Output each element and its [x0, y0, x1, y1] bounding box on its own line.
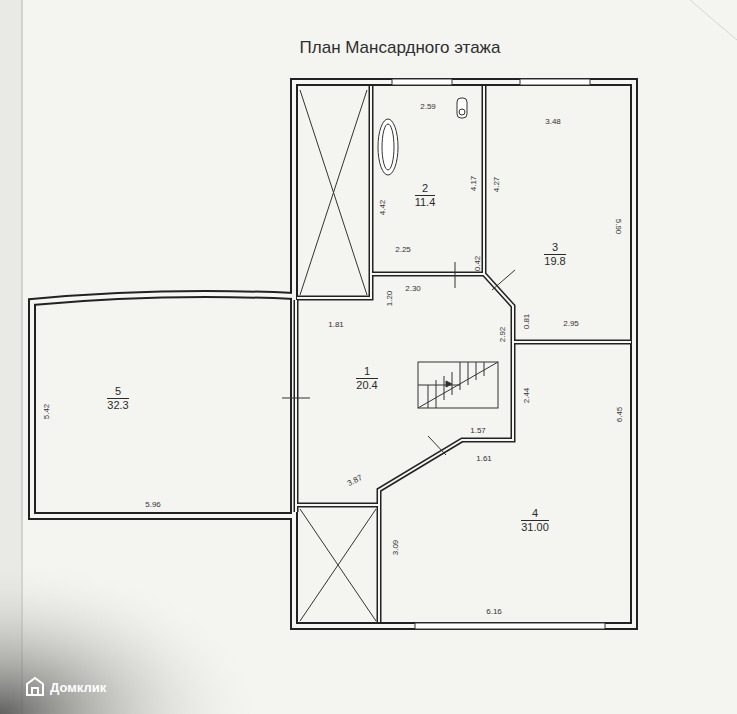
paper-fold: [690, 0, 737, 40]
shadow: [0, 560, 260, 714]
dimension-label: 4.27: [492, 176, 501, 192]
dimension-label: 1.57: [470, 426, 486, 435]
room-label: 211.4: [412, 181, 439, 210]
room-number: 4: [521, 507, 549, 521]
dimension-label: 3.09: [391, 539, 400, 555]
dimension-label: 2.95: [563, 319, 579, 328]
room-number: 5: [107, 385, 128, 399]
dimension-label: 5.90: [614, 218, 623, 234]
fixtures: [378, 98, 467, 175]
room-number: 1: [356, 365, 377, 379]
dimension-label: 2.44: [522, 387, 531, 403]
dimension-label: 1.20: [385, 290, 394, 306]
dimension-label: 2.59: [420, 102, 436, 111]
room-area: 20.4: [356, 379, 377, 392]
room-number: 2: [415, 182, 436, 196]
dimension-label: 4.42: [378, 199, 387, 215]
dimension-label: 1.81: [328, 320, 344, 329]
room-area: 31.00: [521, 521, 549, 534]
dimension-label: 5.42: [42, 403, 51, 419]
dimension-label: 3.87: [346, 472, 364, 487]
logo-icon: [27, 678, 43, 695]
room-label: 532.3: [104, 384, 131, 413]
dimension-label: 6.45: [615, 406, 624, 422]
dimension-label: 0.42: [473, 255, 482, 271]
room-area: 32.3: [107, 399, 128, 412]
dimension-label: 2.30: [405, 284, 421, 293]
dimension-label: 2.25: [395, 245, 411, 254]
door-marks: [282, 262, 515, 455]
dimension-label: 0.81: [522, 313, 531, 329]
watermark: Домклик: [50, 680, 106, 695]
dimension-label: 2.92: [498, 326, 507, 342]
room-area: 11.4: [415, 196, 436, 209]
dimension-label: 1.61: [476, 454, 492, 463]
dimension-label: 5.96: [145, 500, 161, 509]
room-number: 3: [544, 241, 565, 255]
walls: [32, 82, 634, 626]
stairs: [418, 362, 498, 408]
voids: [300, 90, 376, 621]
dimension-label: 4.17: [469, 175, 478, 191]
room-area: 19.8: [544, 255, 565, 268]
room-label: 120.4: [353, 364, 380, 393]
dimension-label: 3.48: [545, 117, 561, 126]
room-label: 431.00: [518, 506, 552, 535]
dimension-label: 6.16: [486, 607, 502, 616]
room-label: 319.8: [541, 240, 568, 269]
windows: [392, 79, 605, 629]
plan-title: План Мансардного этажа: [300, 38, 501, 58]
